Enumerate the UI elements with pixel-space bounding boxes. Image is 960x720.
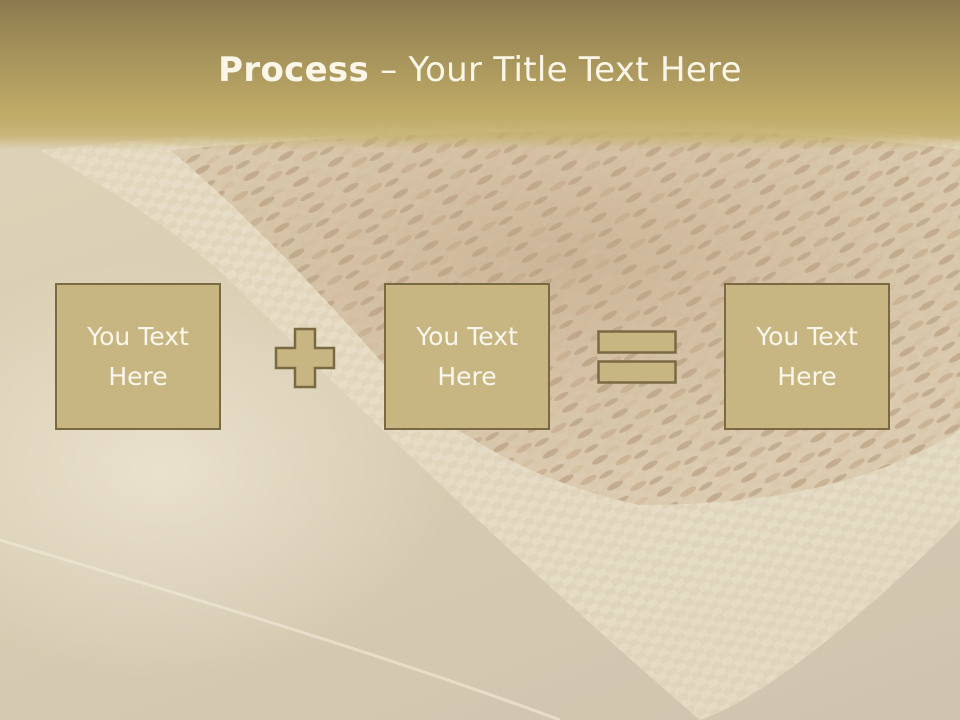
title-bold: Process: [218, 50, 370, 90]
title-bar: [0, 0, 960, 150]
text-box-1[interactable]: You Text Here: [55, 283, 221, 430]
text-box-2[interactable]: You Text Here: [384, 283, 550, 430]
text-box-1-label: You Text Here: [87, 321, 189, 391]
text-box-3[interactable]: You Text Here: [724, 283, 890, 430]
text-box-3-label: You Text Here: [756, 321, 858, 391]
plus-icon: [274, 327, 336, 389]
slide-title: Process – Your Title Text Here: [0, 50, 960, 90]
text-box-2-label: You Text Here: [416, 321, 518, 391]
equals-icon: [597, 330, 677, 384]
title-rest: – Your Title Text Here: [369, 50, 742, 90]
